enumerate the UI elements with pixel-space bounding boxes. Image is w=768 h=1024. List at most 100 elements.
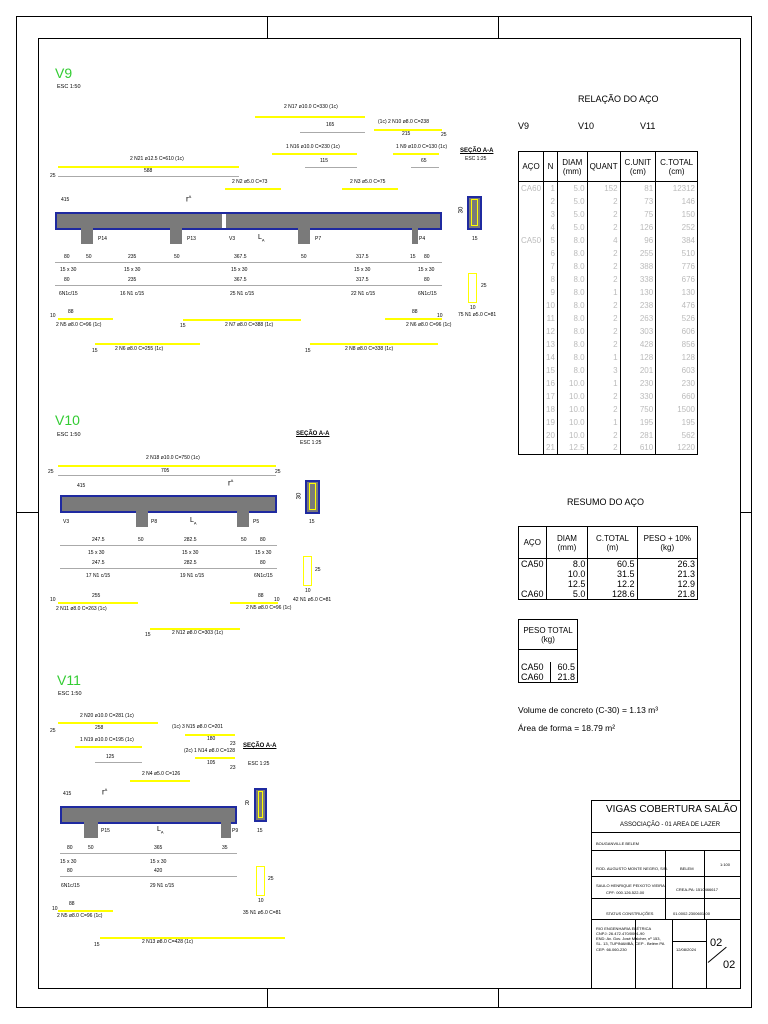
section-title: SEÇÃO A-A: [460, 148, 494, 154]
table-cell: 75: [619, 207, 657, 221]
table-cell: 281: [619, 428, 657, 442]
bar-length: 125: [106, 754, 115, 760]
table-cell: 660: [655, 389, 698, 403]
table-cell: 1500: [655, 402, 698, 416]
bar-dim: 88: [69, 901, 75, 907]
stirrup-label: 35 N1 ø5.0 C=81: [243, 910, 282, 916]
table-cell: 21.8: [636, 589, 699, 600]
table-cell: 2: [543, 194, 558, 208]
dimension: 247.5: [92, 560, 105, 566]
bar-dim: 255: [92, 593, 101, 599]
table-cell: 5.0: [556, 207, 588, 221]
column-header: QUANT: [586, 151, 621, 182]
section-height: R: [245, 801, 250, 807]
dimension-line: [411, 167, 439, 168]
tb-address: ROD. AUGUSTO MONTE NEGRO, S/N.: [596, 866, 668, 871]
stirrup-spec: 25 N1 c/15: [230, 291, 255, 297]
dimension: 317.5: [356, 254, 369, 260]
bar-dim: 25: [50, 728, 56, 734]
cut-marker: rA: [186, 194, 192, 204]
title-block-line: [672, 941, 707, 942]
table-cell: [517, 207, 545, 221]
bar-dim: 10: [50, 597, 56, 603]
table-cell: [518, 579, 547, 589]
table-cell: 2: [586, 259, 621, 273]
table-cell: CA60: [517, 671, 552, 683]
table-cell: [517, 389, 545, 403]
cut-marker: LA: [258, 234, 265, 243]
section-size: 15 x 30: [182, 550, 199, 556]
tb-crea: CREA-PA: 1510466617: [676, 887, 718, 892]
table-cell: 128.6: [587, 589, 638, 600]
bar-dim: 25: [48, 469, 54, 475]
section-stirrup: [258, 791, 263, 818]
bar-label: 2 N5 ø8.0 C=96 (1c): [56, 322, 102, 328]
stirrup-dim: 25: [315, 567, 321, 573]
table-cell: 13: [543, 337, 558, 351]
bar-label: 2 N5 ø8.0 C=96 (1c): [57, 913, 103, 919]
dimension: 50: [241, 537, 247, 543]
bar-label: 1 N9 ø10.0 C=130 (1c): [396, 144, 447, 150]
dimension-line: [60, 853, 237, 854]
table-cell: 201: [619, 363, 657, 377]
bar-dim: 15: [305, 348, 311, 354]
dimension-line: [60, 876, 237, 877]
support-label: V3: [229, 236, 236, 242]
table-cell: 338: [619, 272, 657, 286]
section-v10: [305, 480, 320, 514]
table-cell: 128: [619, 350, 657, 364]
section-scale: ESC 1:25: [300, 440, 322, 446]
tb-owner: CEP: 66.060-230: [596, 947, 627, 952]
table-cell: 19: [543, 415, 558, 429]
bar-dim: 25: [275, 469, 281, 475]
beam-v9-elevation: [55, 212, 442, 230]
rebar-line: [100, 937, 285, 939]
tb-owner: SL. 13, TUPINAMBÁ, CEP - Belém PA: [596, 941, 665, 946]
table-cell: 15: [543, 363, 558, 377]
tb-engineer: SAULO HENRIQUE PEIXOTO VIEIRA: [596, 883, 665, 888]
table-cell: 428: [619, 337, 657, 351]
bar-label: 2 N2 ø5.0 C=73: [232, 179, 268, 185]
bar-label: 2 N8 ø8.0 C=338 (1c): [345, 346, 394, 352]
sheet-total: 02: [723, 959, 736, 971]
title-block-line: [706, 919, 707, 989]
table-cell: 1: [586, 415, 621, 429]
steel-summary-table: AÇO DIAM (mm) C.TOTAL (m) PESO + 10% (kg…: [518, 526, 699, 600]
dimension: 80: [64, 254, 70, 260]
bar-label: 2 N6 ø8.0 C=96 (1c): [406, 322, 452, 328]
section-size: 15 x 30: [418, 267, 435, 273]
table-cell: CA60: [517, 181, 545, 195]
bar-dim: 88: [412, 309, 418, 315]
bar-dim: 10: [437, 313, 443, 319]
stirrup-spec: 29 N1 c/15: [150, 883, 175, 889]
bar-label: 1 N19 ø10.0 C=195 (1c): [80, 737, 134, 743]
form-area: Área de forma = 18.79 m²: [518, 723, 616, 733]
table-cell: 676: [655, 272, 698, 286]
section-size: 15 x 30: [231, 267, 248, 273]
table-cell: 303: [619, 324, 657, 338]
section-size: 15 x 30: [60, 859, 77, 865]
table-cell: 8.0: [556, 259, 588, 273]
table-cell: 856: [655, 337, 698, 351]
dimension-line: [60, 545, 277, 546]
table-cell: 10.0: [545, 569, 589, 579]
dimension: 80: [424, 254, 430, 260]
column-header: N: [543, 151, 558, 182]
table-cell: 603: [655, 363, 698, 377]
rebar-line: [58, 166, 239, 168]
frame-tick: [498, 16, 499, 38]
summary-title: RESUMO DO AÇO: [567, 497, 645, 507]
tb-owner: CNPJ: 26.472.470/0001-90: [596, 931, 645, 936]
dimension-line: [55, 285, 442, 286]
title-block-line: [591, 898, 741, 899]
rebar-line: [374, 129, 442, 131]
bar-length: 105: [207, 760, 216, 766]
